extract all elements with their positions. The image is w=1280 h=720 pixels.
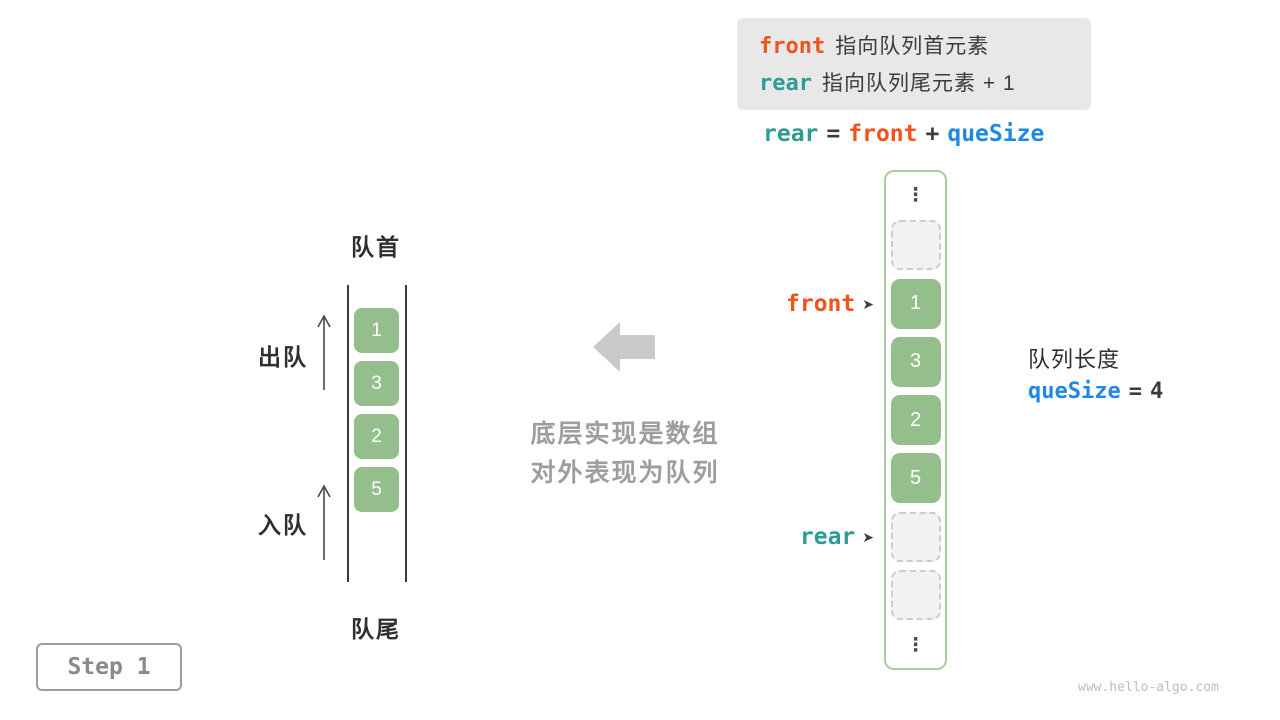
formula-quesize: queSize [947, 121, 1045, 147]
queue-cell: 5 [354, 467, 399, 512]
array-cell-empty [890, 220, 941, 271]
watermark: www.hello-algo.com [1078, 680, 1219, 695]
array-cell: 1 [890, 278, 941, 329]
queue-cell: 1 [354, 308, 399, 353]
front-description: 指向队列首元素 [835, 35, 990, 58]
legend-rear-line: rear 指向队列尾元素 + 1 [759, 65, 1069, 102]
array-cell: 3 [890, 336, 941, 387]
formula-front: front [848, 121, 918, 147]
queue-cell: 3 [354, 361, 399, 406]
legend-front-line: front 指向队列首元素 [759, 28, 1069, 65]
caption-line1: 底层实现是数组 [530, 420, 720, 448]
dequeue-label: 出队 [258, 344, 308, 370]
left-arrow-icon [593, 322, 655, 372]
rear-pointer-arrow-icon: ➤ [862, 529, 874, 545]
array-cell-empty [890, 569, 941, 620]
queue-length-value: queSize = 4 [1028, 378, 1163, 404]
rear-keyword: rear [759, 71, 812, 96]
array-cell: 2 [890, 395, 941, 445]
rear-pointer-label: rear [799, 524, 856, 550]
pointer-legend-box: front 指向队列首元素 rear 指向队列尾元素 + 1 [737, 18, 1091, 110]
quesize-number: 4 [1149, 379, 1164, 404]
rear-pointer: rear ➤ [680, 521, 874, 556]
queue-cell: 2 [354, 414, 399, 459]
caption-line2: 对外表现为队列 [530, 459, 720, 487]
quesize-equals: = [1128, 379, 1142, 404]
array-ellipsis-bottom: ⋮ [906, 634, 925, 656]
array-cell: 5 [890, 453, 941, 504]
array-container: ⋮ 1 3 2 5 ⋮ [884, 170, 947, 670]
array-cell-empty [890, 511, 941, 562]
step-badge: Step 1 [36, 643, 182, 691]
rear-description: 指向队列尾元素 + 1 [821, 72, 1016, 95]
front-pointer-arrow-icon: ➤ [862, 296, 874, 312]
enqueue-label: 入队 [258, 512, 308, 538]
formula-rear: rear [763, 121, 819, 147]
quesize-variable: queSize [1028, 379, 1121, 404]
formula-plus: + [925, 121, 940, 147]
queue-channel-left-line [347, 285, 349, 582]
queue-length-label: 队列长度 [1028, 347, 1121, 372]
enqueue-arrow-icon [317, 484, 331, 560]
formula-equals: = [826, 121, 841, 147]
dequeue-arrow-icon [317, 314, 331, 390]
pointer-formula: rear = front + queSize [763, 120, 1052, 147]
front-keyword: front [759, 34, 826, 59]
front-pointer-label: front [786, 291, 856, 317]
queue-head-label: 队首 [351, 234, 401, 260]
queue-channel-right-line [405, 285, 407, 582]
queue-tail-label: 队尾 [351, 616, 401, 642]
array-ellipsis-top: ⋮ [906, 184, 925, 206]
front-pointer: front ➤ [680, 288, 874, 323]
